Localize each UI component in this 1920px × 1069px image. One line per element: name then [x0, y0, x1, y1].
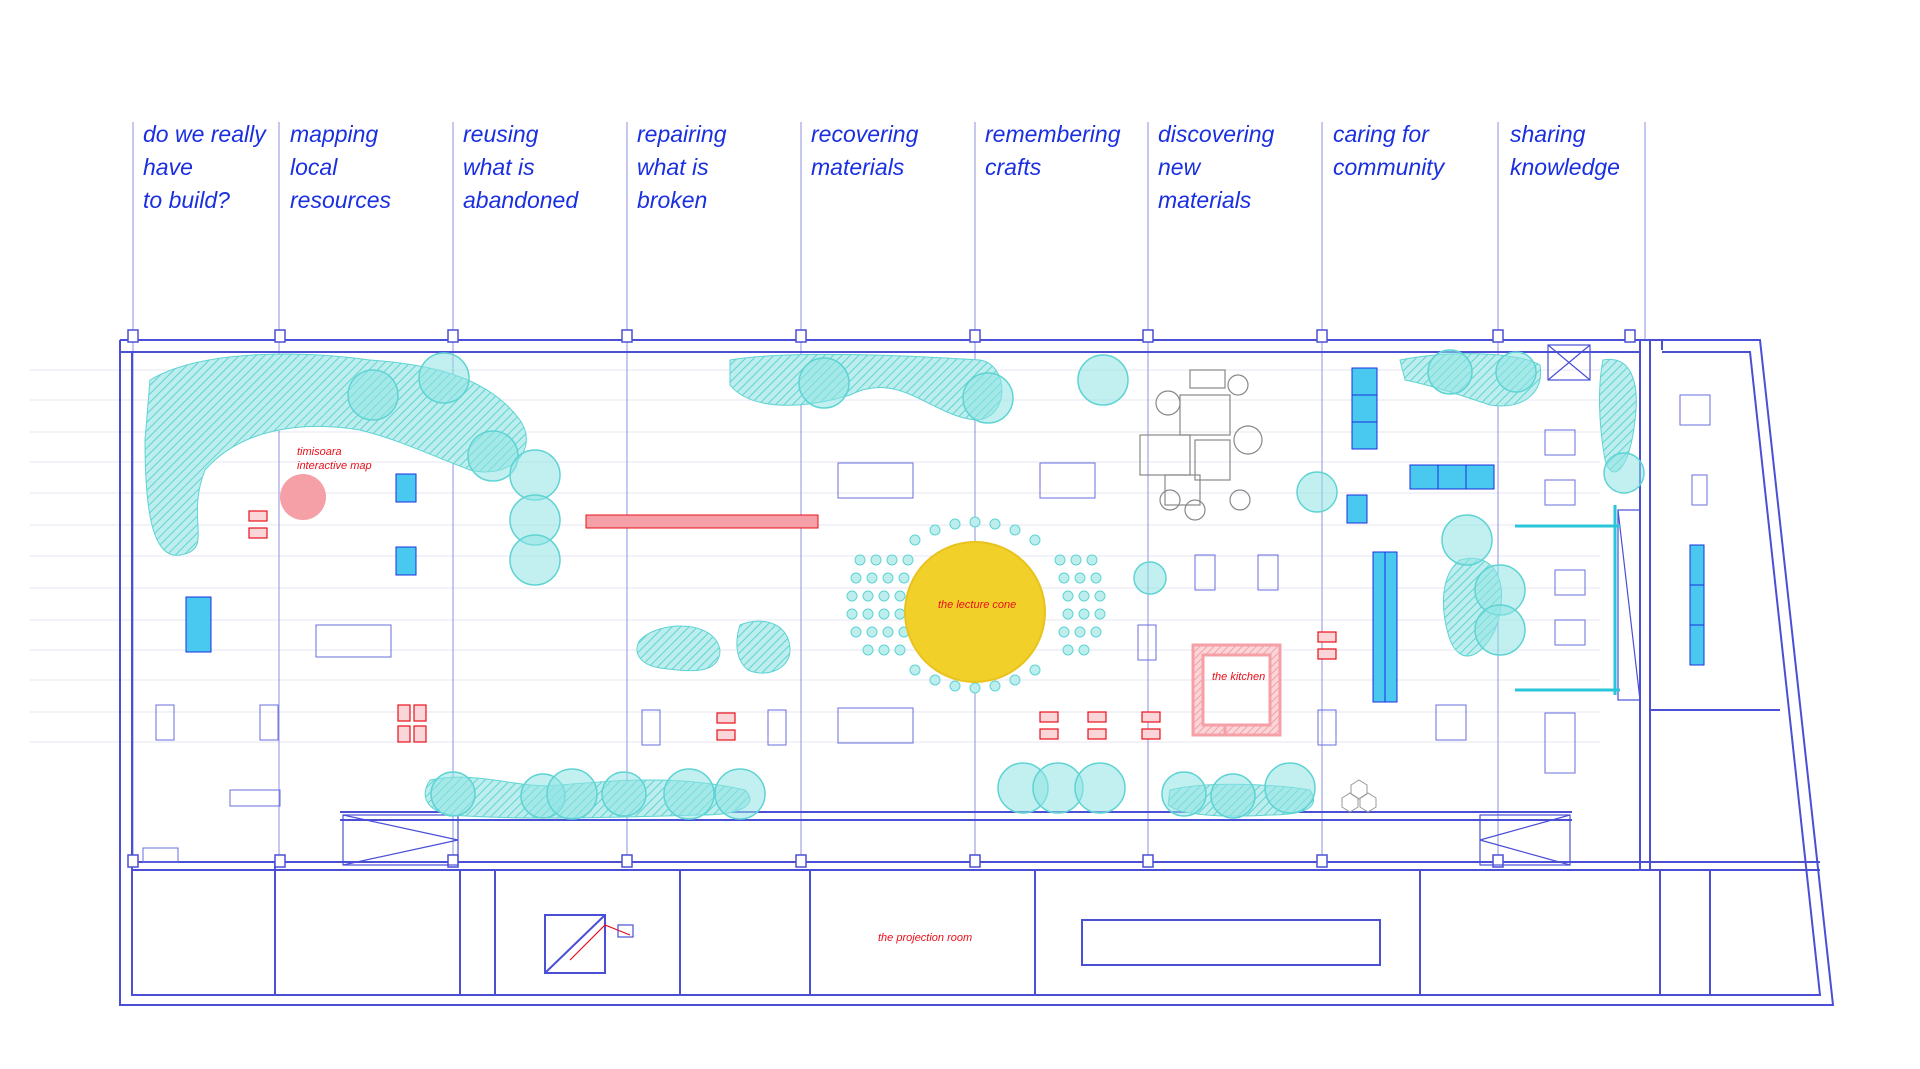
heading-sharing-knowledge: sharing knowledge: [1510, 121, 1620, 180]
heading-remembering-crafts: remembering crafts: [985, 121, 1121, 180]
furniture: [142, 394, 1711, 863]
planting-beds: [144, 353, 1637, 819]
heading-discovering-new-materials: discovering new materials: [1158, 121, 1275, 213]
heading-reusing-what-is-abandoned: reusing what is abandoned: [463, 121, 579, 213]
label-lecture-cone: the lecture cone: [938, 599, 1017, 611]
kitchen-counter: [1191, 643, 1282, 737]
heading-mapping-local-resources: mapping local resources: [290, 121, 391, 213]
lecture-cone: [904, 541, 1046, 683]
red-furniture: [248, 510, 1337, 743]
workshop-machinery: [1139, 369, 1263, 521]
label-interactive-map: timisoara interactive map: [297, 446, 372, 472]
light-rails: [1515, 505, 1620, 695]
lecture-cone-seats: [846, 516, 1106, 694]
heading-recovering-materials: recovering materials: [811, 121, 919, 180]
label-kitchen: the kitchen: [1212, 671, 1266, 683]
heading-do-we-really-have-to-build: do we really have to build?: [143, 121, 266, 213]
trees: [347, 349, 1645, 820]
heading-repairing-what-is-broken: repairing what is broken: [637, 121, 727, 213]
projector: [569, 924, 634, 961]
long-table: [585, 514, 819, 529]
structural-posts: [127, 329, 1636, 868]
interactive-map-marker: [280, 474, 326, 520]
display-panels: [185, 367, 1705, 703]
label-projection-room: the projection room: [878, 932, 973, 944]
hex-modules: [1341, 779, 1377, 813]
heading-caring-for-community: caring for community: [1333, 121, 1445, 180]
ramps: [342, 344, 1641, 866]
